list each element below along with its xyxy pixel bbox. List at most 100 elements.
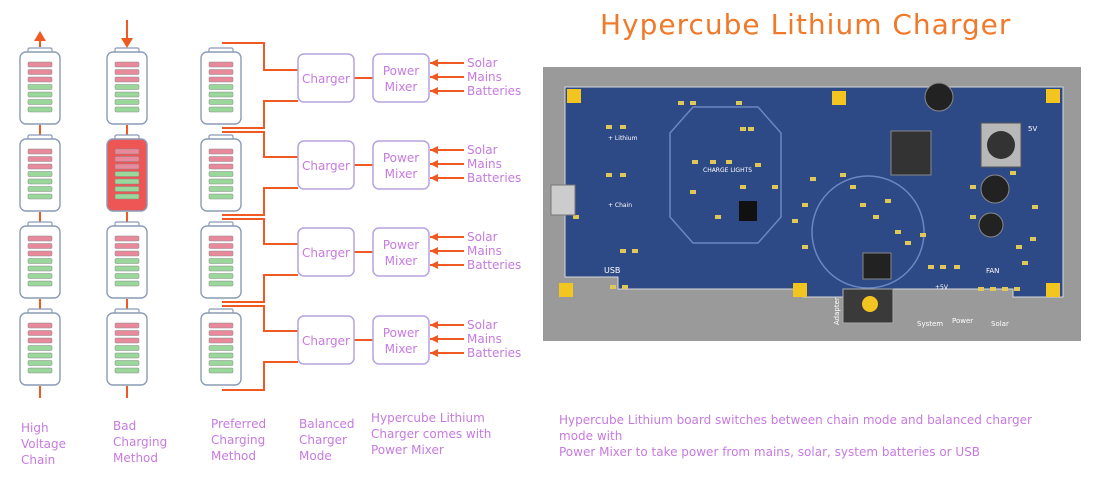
charge-bar	[208, 273, 234, 279]
solder-pad	[620, 125, 626, 129]
mixer-label: Mixer	[385, 80, 418, 94]
charge-bar	[114, 99, 140, 105]
solder-pad	[928, 265, 934, 269]
solder-pad	[802, 245, 808, 249]
solder-pad	[692, 160, 698, 164]
charger-return	[222, 187, 298, 216]
mixer-label: Mixer	[385, 254, 418, 268]
charge-bar	[27, 186, 53, 192]
charge-bar	[114, 273, 140, 279]
pcb-plus-5v-label: +5V	[935, 284, 949, 291]
down-arrow-icon	[121, 38, 133, 48]
mount-tab	[832, 91, 846, 105]
charger-label: Charger	[302, 72, 350, 86]
charge-bar	[27, 156, 53, 162]
charger-box: Charger	[297, 227, 355, 277]
charge-bar	[27, 273, 53, 279]
mount-tab	[793, 283, 807, 297]
caption-line: Charging	[211, 433, 266, 447]
charger-box: Charger	[297, 315, 355, 365]
battery-cell	[200, 221, 242, 299]
charge-bar	[208, 178, 234, 185]
charger-frame	[297, 227, 355, 277]
battery-cell	[106, 308, 148, 386]
solder-pad	[920, 233, 926, 237]
ic-chip	[739, 201, 757, 221]
mount-tab	[1046, 89, 1060, 103]
charge-bar	[114, 84, 140, 90]
capacitor	[978, 212, 1004, 238]
charge-bar	[27, 360, 53, 366]
charge-bar	[208, 163, 234, 170]
mixer-frame	[372, 140, 430, 190]
charge-bar	[208, 345, 234, 351]
solder-pad	[940, 265, 946, 269]
battery-cells	[19, 47, 242, 386]
solder-pad	[970, 215, 976, 219]
solder-pad	[772, 185, 778, 189]
solder-pad	[1014, 287, 1020, 291]
input-source-label: Solar	[467, 143, 498, 157]
charge-bar	[208, 171, 234, 177]
solder-pad	[990, 287, 996, 291]
solder-pad	[860, 203, 866, 207]
charge-bar	[114, 345, 140, 351]
solder-pad	[620, 249, 626, 253]
charge-bar	[208, 69, 234, 75]
caption-line: Method	[113, 451, 159, 465]
charge-bar	[27, 352, 53, 359]
left-arrow-icon	[430, 160, 438, 168]
charge-bar	[208, 352, 234, 359]
caption-line: Balanced	[299, 417, 355, 431]
charge-bar	[208, 193, 234, 200]
left-arrow-icon	[430, 59, 438, 67]
caption-line: Preferred	[211, 417, 267, 431]
capacitor	[924, 82, 954, 112]
charge-bar	[27, 367, 53, 374]
charge-bar	[208, 148, 234, 155]
charger-frame	[297, 315, 355, 365]
mount-tab	[559, 283, 573, 297]
battery-cell	[19, 134, 61, 212]
mixer-label: Power	[383, 151, 419, 165]
circle-outline	[811, 175, 925, 289]
pcb-usb-label: USB	[604, 266, 620, 275]
solder-pad	[573, 215, 579, 219]
charge-bar	[208, 258, 234, 264]
caption-line: Voltage	[21, 437, 67, 451]
caption-line: Charging	[113, 435, 168, 449]
charge-bar	[27, 322, 53, 329]
charger-feed	[222, 305, 298, 332]
charger-frame	[297, 53, 355, 103]
caption-line: Bad	[113, 419, 137, 433]
input-source-label: Batteries	[467, 84, 521, 98]
charge-bar	[27, 163, 53, 170]
charge-bar	[208, 84, 234, 90]
charge-bar	[114, 330, 140, 336]
charger-return	[222, 361, 298, 391]
charge-bar	[27, 99, 53, 105]
charge-bar	[27, 84, 53, 90]
solder-pad	[736, 101, 742, 105]
charge-bar	[27, 76, 53, 83]
charge-bar	[114, 69, 140, 75]
charge-bar	[27, 61, 53, 68]
solder-pad	[606, 125, 612, 129]
charger-label: Charger	[302, 334, 350, 348]
charger-frame	[297, 140, 355, 190]
charge-bar	[114, 265, 140, 272]
caption-hypercube-mixer: Hypercube Lithium Charger comes with Pow…	[371, 410, 491, 458]
battery-cell	[200, 47, 242, 125]
charge-bar	[208, 186, 234, 192]
left-arrow-icon	[430, 146, 438, 154]
pcb-fan-label: FAN	[986, 267, 999, 275]
solder-pad	[755, 163, 761, 167]
charge-bar	[114, 106, 140, 113]
charge-bar	[208, 99, 234, 105]
caption-line: Chain	[21, 453, 56, 467]
pcb-power-label: Power	[952, 317, 973, 325]
solder-pad	[610, 285, 616, 289]
